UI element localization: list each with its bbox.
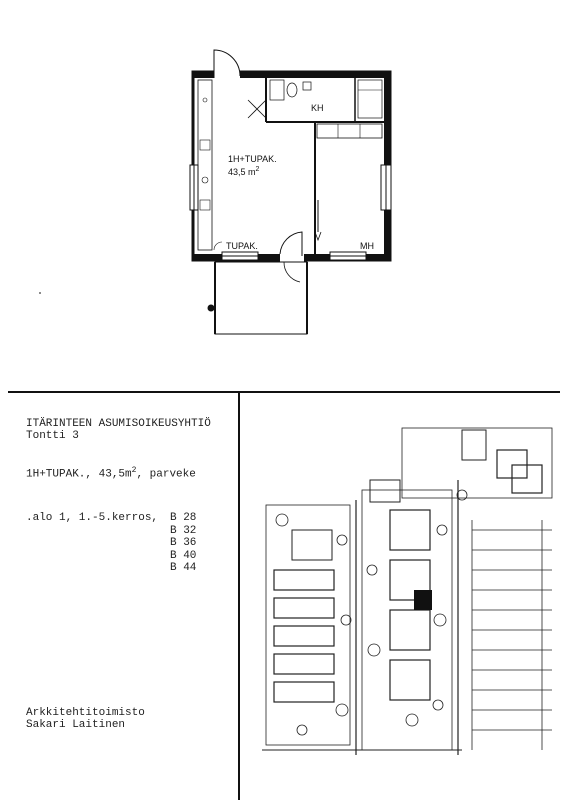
unit-area-label: 43,5 m2: [228, 166, 260, 177]
unit-item: B 32: [170, 524, 197, 537]
floor-plan: 1H+TUPAK. 43,5 m2 KH TUPAK. MH: [39, 49, 392, 335]
vertical-divider: [238, 393, 240, 800]
kitchen-label: KH: [311, 103, 324, 113]
building-location-marker: [414, 590, 432, 610]
building-floors: .alo 1, 1.-5.kerros,: [26, 512, 159, 524]
plot-number: Tontti 3: [26, 430, 79, 442]
architect-name: Sakari Laitinen: [26, 719, 126, 731]
bedroom-label: MH: [360, 241, 374, 251]
horizontal-divider: [8, 391, 560, 393]
unit-item: B 44: [170, 562, 197, 574]
unit-list: B 28 B 32 B 36 B 40 B 44: [170, 512, 196, 575]
architect-office: Arkkitehtitoimisto: [26, 707, 145, 719]
unit-item: B 36: [170, 537, 197, 549]
unit-item: B 40: [170, 549, 197, 562]
company-name: ITÄRINTEEN ASUMISOIKEUSYHTIÖ: [26, 418, 211, 430]
unit-type-label: 1H+TUPAK.: [228, 154, 277, 164]
apartment-description: 1H+TUPAK., 43,5m2, parveke: [26, 466, 196, 481]
sauna-label: TUPAK.: [226, 241, 258, 251]
site-plan: [262, 427, 553, 755]
unit-item: B 28: [170, 512, 197, 524]
